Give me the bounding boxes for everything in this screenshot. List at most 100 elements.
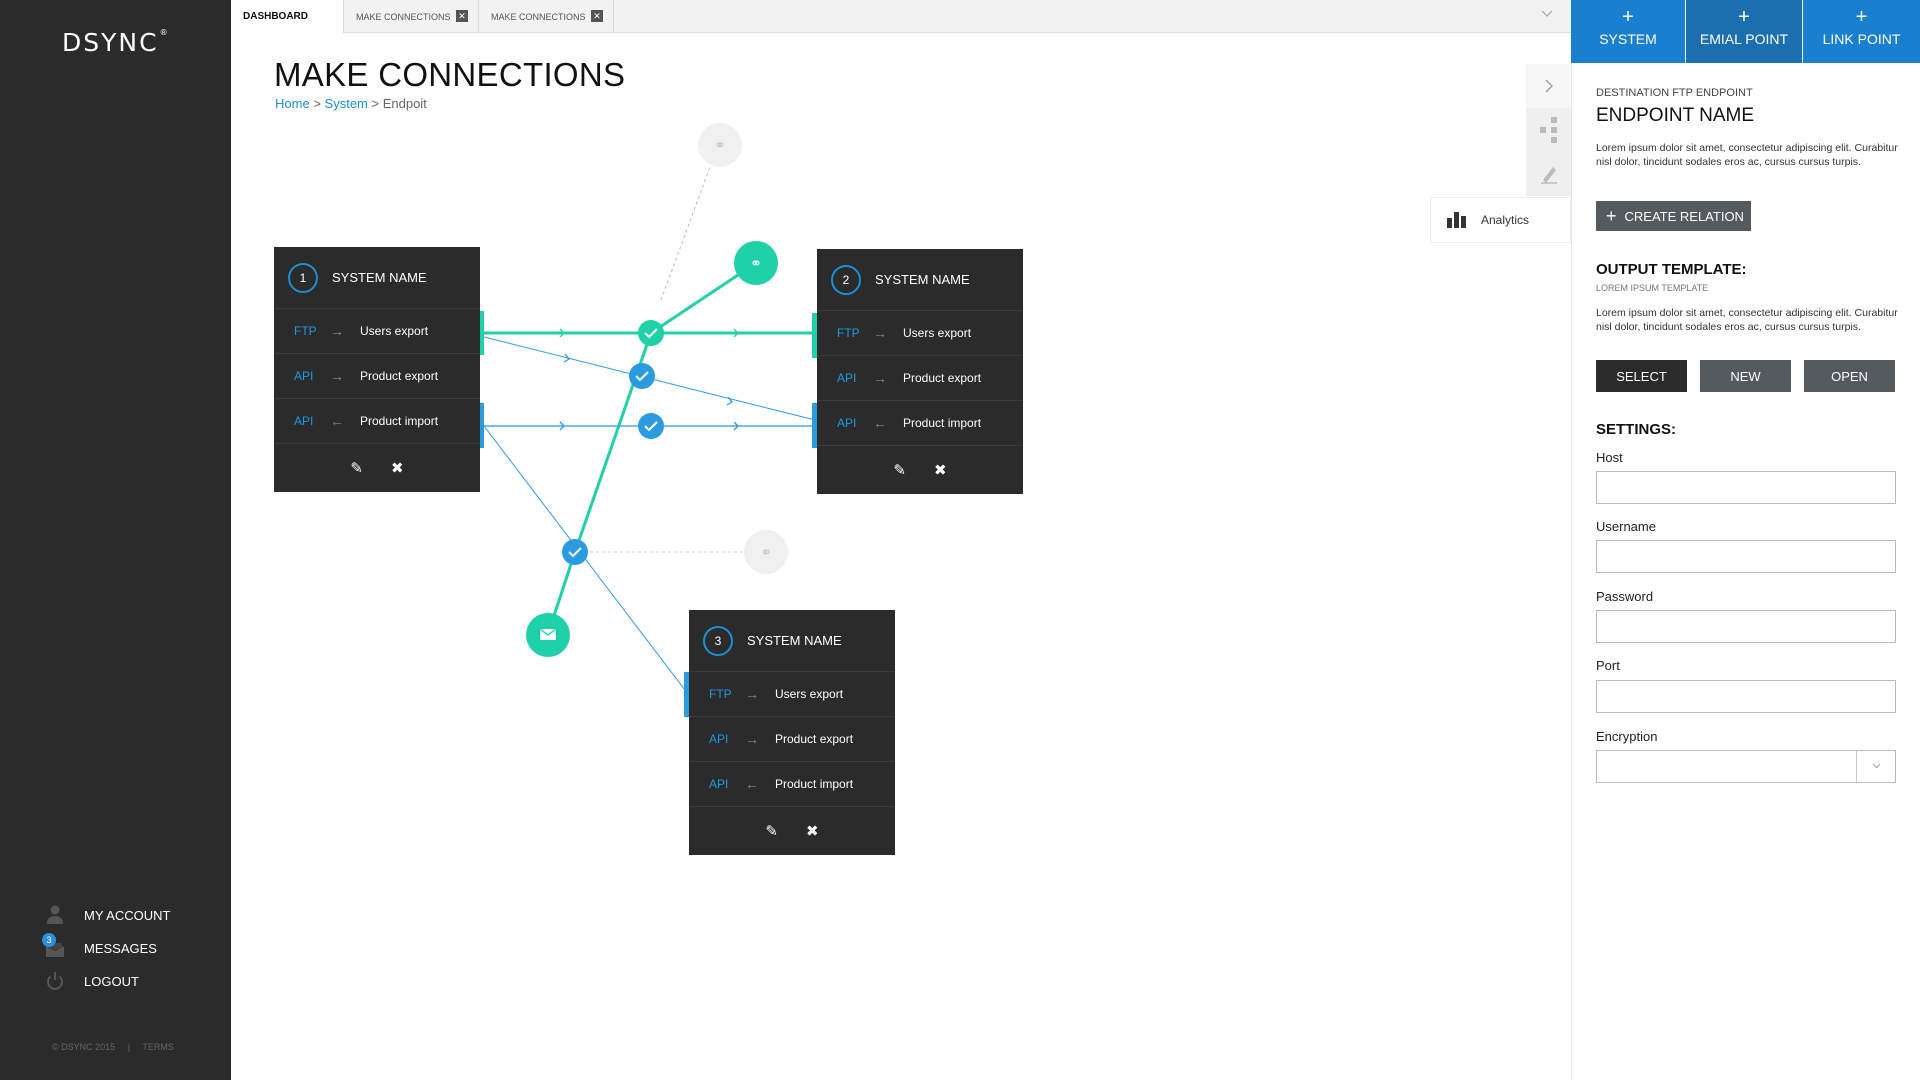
select-template-button[interactable]: SELECT (1596, 360, 1687, 392)
sidebar-item-my-account[interactable]: MY ACCOUNT (44, 900, 170, 930)
port-marker (812, 403, 817, 448)
endpoint-protocol: API (294, 414, 314, 428)
endpoint-name: Product export (775, 732, 854, 746)
blue-connection (483, 425, 689, 695)
junction-check-node[interactable] (638, 413, 664, 439)
junction-check-node[interactable] (562, 539, 588, 565)
sidebar-nav: MY ACCOUNT 3 MESSAGES LOGOUT (42, 900, 170, 999)
username-label: Username (1596, 519, 1656, 534)
endpoint-row[interactable]: FTP → Users export (817, 311, 1023, 356)
tab-dashboard[interactable]: DASHBOARD (231, 0, 343, 33)
endpoint-row[interactable]: FTP → Users export (689, 672, 895, 717)
card-header: 3 SYSTEM NAME (689, 610, 895, 672)
dsync-logo[interactable]: DSYNC® (62, 28, 170, 57)
encryption-select[interactable] (1596, 750, 1896, 783)
endpoint-row[interactable]: API ← Product import (689, 762, 895, 807)
endpoint-row[interactable]: API → Product export (817, 356, 1023, 401)
link-placeholder-node[interactable]: ⚭ (744, 530, 788, 574)
close-icon[interactable]: ✕ (456, 10, 468, 22)
system-number: 2 (831, 264, 861, 295)
sidebar-item-logout[interactable]: LOGOUT (44, 966, 170, 996)
delete-icon[interactable]: ✖ (934, 462, 947, 479)
endpoint-row[interactable]: API → Product export (274, 354, 480, 399)
edit-icon[interactable]: ✎ (893, 462, 906, 479)
card-header: 2 SYSTEM NAME (817, 249, 1023, 311)
connection-canvas: ⚭ ⚭ ⚭ (479, 123, 817, 717)
sidebar: DSYNC® MY ACCOUNT 3 MESSAGES LOGOUT © DS… (0, 0, 231, 1080)
junction-check-node[interactable] (638, 320, 664, 346)
link-point-node[interactable]: ⚭ (734, 241, 778, 285)
sidebar-item-label: MESSAGES (84, 940, 157, 956)
delete-icon[interactable]: ✖ (391, 460, 404, 477)
arrow-left-icon: ← (873, 415, 887, 431)
username-input[interactable] (1596, 540, 1896, 573)
breadcrumb-separator: > (313, 96, 321, 111)
host-label: Host (1596, 450, 1623, 465)
system-name: SYSTEM NAME (332, 270, 427, 285)
pencil-icon[interactable] (1526, 152, 1571, 196)
tool-strip (1526, 64, 1571, 196)
create-relation-button[interactable]: + CREATE RELATION (1596, 201, 1751, 231)
open-template-button[interactable]: OPEN (1804, 360, 1895, 392)
breadcrumb-separator: > (371, 96, 380, 111)
system-card-1[interactable]: 1 SYSTEM NAME FTP → Users export API → P… (274, 247, 480, 492)
chevron-down-icon[interactable] (1541, 9, 1553, 21)
output-template-description: Lorem ipsum dolor sit amet, consectetur … (1596, 307, 1898, 333)
sidebar-item-messages[interactable]: 3 MESSAGES (42, 933, 170, 963)
password-label: Password (1596, 589, 1654, 604)
endpoint-row[interactable]: API → Product export (689, 717, 895, 762)
arrow-right-icon: → (330, 368, 344, 384)
svg-text:⚭: ⚭ (714, 138, 726, 154)
endpoint-row[interactable]: FTP → Users export (274, 309, 480, 354)
link-placeholder-node[interactable]: ⚭ (698, 123, 742, 167)
endpoint-protocol: API (294, 369, 314, 383)
add-link-point-button[interactable]: + LINK POINT (1803, 0, 1920, 63)
chevron-down-icon[interactable] (1856, 751, 1895, 782)
endpoint-name: Users export (903, 326, 972, 340)
tab-make-connections-1[interactable]: MAKE CONNECTIONS ✕ (344, 0, 478, 33)
new-template-button[interactable]: NEW (1700, 360, 1791, 392)
terms-link[interactable]: TERMS (142, 1042, 174, 1052)
add-email-point-button[interactable]: + EMIAL POINT (1686, 0, 1802, 63)
email-point-node[interactable] (526, 613, 570, 657)
arrow-left-icon: ← (330, 413, 344, 429)
endpoint-type: DESTINATION FTP ENDPOINT (1596, 87, 1753, 99)
port-label: Port (1596, 658, 1620, 673)
endpoint-panel: DESTINATION FTP ENDPOINT ENDPOINT NAME L… (1571, 63, 1920, 1080)
close-icon[interactable]: ✕ (591, 10, 603, 22)
system-card-2[interactable]: 2 SYSTEM NAME FTP → Users export API → P… (817, 249, 1023, 494)
tab-divider (478, 0, 479, 33)
tab-divider (343, 0, 344, 33)
port-input[interactable] (1596, 680, 1896, 713)
endpoint-title: ENDPOINT NAME (1596, 105, 1755, 126)
endpoint-name: Product export (360, 369, 439, 383)
copyright-text: © DSYNC 2015 (52, 1042, 116, 1052)
dashed-connector (660, 166, 711, 301)
endpoint-name: Users export (775, 687, 844, 701)
tab-make-connections-2[interactable]: MAKE CONNECTIONS ✕ (479, 0, 613, 33)
host-input[interactable] (1596, 471, 1896, 504)
password-input[interactable] (1596, 610, 1896, 643)
bar-chart-icon (1447, 212, 1466, 228)
arrow-left-icon: ← (745, 776, 759, 792)
chevron-right-icon[interactable] (1526, 64, 1571, 108)
junction-check-node[interactable] (629, 363, 655, 389)
delete-icon[interactable]: ✖ (806, 823, 819, 840)
sidebar-footer: © DSYNC 2015 | TERMS (52, 1042, 184, 1052)
analytics-button[interactable]: Analytics (1430, 197, 1571, 243)
endpoint-protocol: API (837, 371, 857, 385)
flow-arrows (559, 328, 739, 338)
hierarchy-icon[interactable] (1526, 108, 1571, 152)
endpoint-row[interactable]: API ← Product import (274, 399, 480, 444)
edit-icon[interactable]: ✎ (765, 823, 778, 840)
port-marker (479, 403, 484, 448)
endpoint-row[interactable]: API ← Product import (817, 401, 1023, 446)
system-card-3[interactable]: 3 SYSTEM NAME FTP → Users export API → P… (689, 610, 895, 855)
page-title: MAKE CONNECTIONS (274, 56, 626, 93)
button-label: LINK POINT (1822, 31, 1901, 47)
breadcrumb-system[interactable]: System (324, 96, 368, 111)
system-name: SYSTEM NAME (747, 633, 842, 648)
breadcrumb-home[interactable]: Home (275, 96, 310, 111)
edit-icon[interactable]: ✎ (350, 460, 363, 477)
add-system-button[interactable]: + SYSTEM (1571, 0, 1685, 63)
